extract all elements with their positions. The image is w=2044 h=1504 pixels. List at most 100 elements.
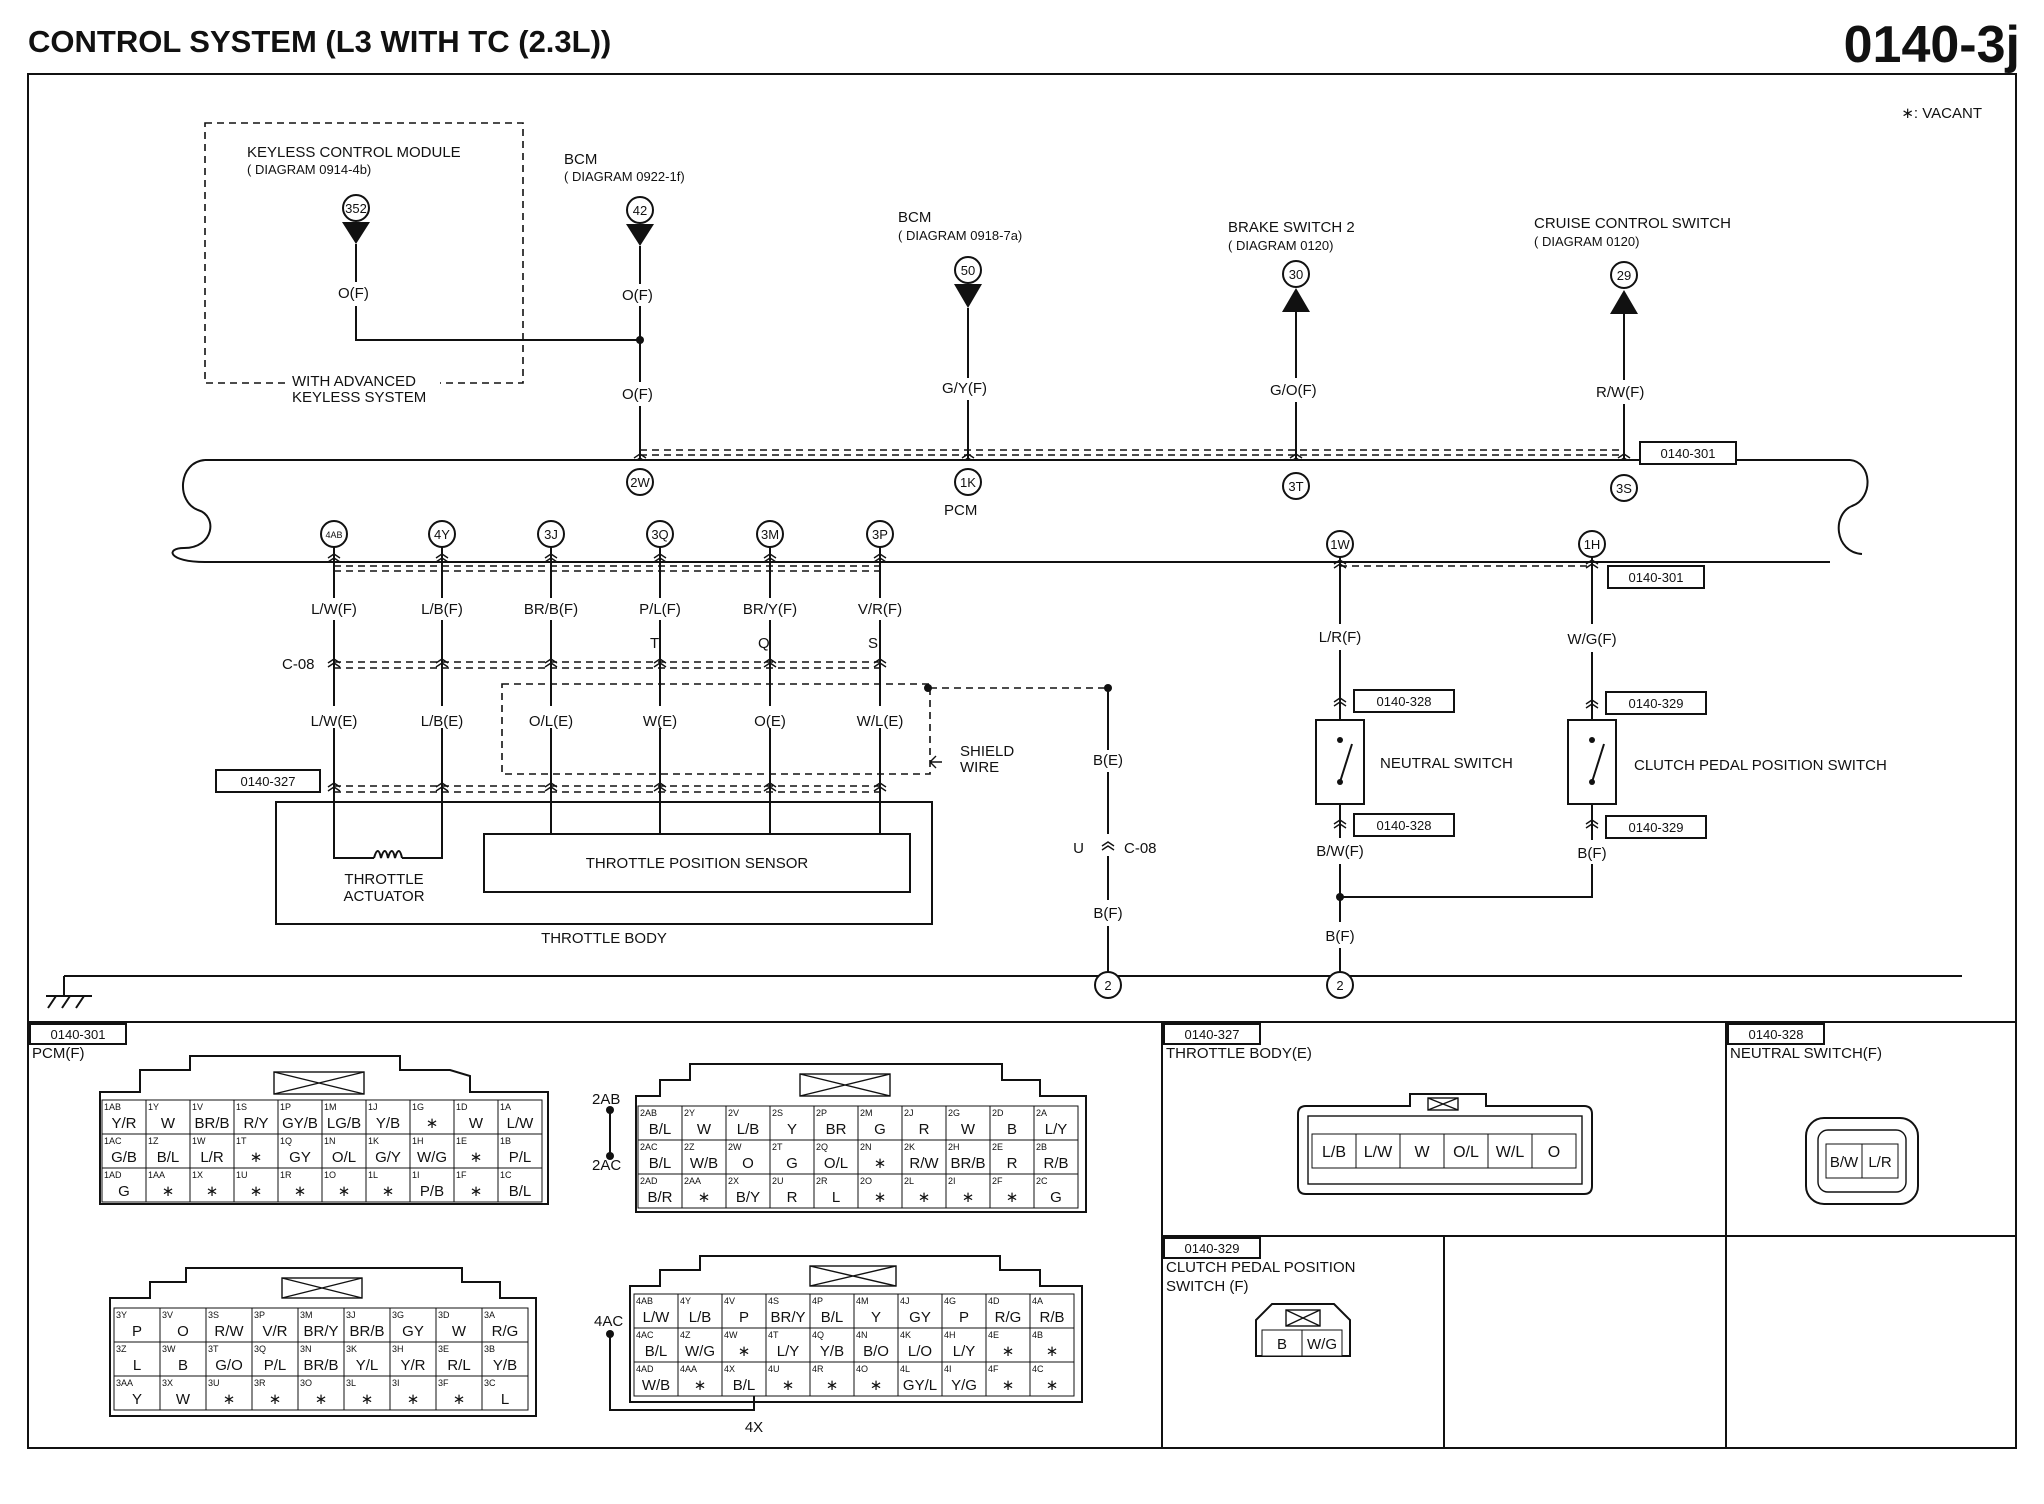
bcm2-arrow-icon <box>954 284 982 308</box>
pin-cell: 3ZL <box>113 1341 161 1377</box>
tb-c08-label: C-08 <box>282 656 315 673</box>
shield-wire-f: B(F) <box>1093 905 1122 922</box>
pin-cell: 4QY/B <box>809 1327 855 1363</box>
brake-pin: 30 <box>1289 267 1303 282</box>
shield-ground-pin: 2 <box>1104 978 1111 993</box>
pin-id: 1L <box>368 1170 378 1180</box>
keyless-note-2: KEYLESS SYSTEM <box>292 389 426 406</box>
pin-id: 4C <box>1032 1364 1044 1374</box>
tb-wire-e-6: W/L(E) <box>857 713 904 730</box>
pin-color: ∗ <box>826 1377 839 1394</box>
pin-id: 2W <box>728 1142 742 1152</box>
pin-color: B/R <box>647 1189 672 1206</box>
cpp-view-housing <box>1255 1303 1351 1357</box>
pin-color: BR/B <box>194 1115 229 1132</box>
pin-color: L/B <box>737 1121 760 1138</box>
pin-color: W <box>161 1115 176 1132</box>
pcm-pin-3s: 3S <box>1616 481 1632 496</box>
pin-color: ∗ <box>162 1183 175 1200</box>
pin-id: 1AA <box>148 1170 165 1180</box>
svg-text:0140-327: 0140-327 <box>241 774 296 789</box>
svg-text:0140-329: 0140-329 <box>1185 1241 1240 1256</box>
connector-pin-label: O/L <box>1453 1144 1479 1161</box>
tb-wire-f-2: L/B(F) <box>421 601 463 618</box>
pin-id: 1A <box>500 1102 511 1112</box>
pin-color: W/G <box>417 1149 447 1166</box>
pin-color: Y/G <box>951 1377 977 1394</box>
cpp-view-title-2: SWITCH (F) <box>1166 1278 1248 1295</box>
throttle-wires <box>333 547 881 838</box>
pin-color: W <box>452 1323 467 1340</box>
pin-cell: 1O∗ <box>321 1167 367 1203</box>
connector-pin-label: W/L <box>1496 1144 1525 1161</box>
pin-id: 3F <box>438 1378 449 1388</box>
pin-color: ∗ <box>1002 1343 1015 1360</box>
pin-color: BR/Y <box>303 1323 338 1340</box>
pin-id: 2AC <box>640 1142 658 1152</box>
pin-color: G/O <box>215 1357 243 1374</box>
pin-id: 1AD <box>104 1170 122 1180</box>
connector-pin: W/G <box>1301 1329 1343 1357</box>
pin-id: 4B <box>1032 1330 1043 1340</box>
pin-color: Y/B <box>376 1115 400 1132</box>
pcm-pin-3p: 3P <box>872 527 888 542</box>
bcm1-arrow-icon <box>626 224 654 246</box>
bcm1-pin: 42 <box>633 203 647 218</box>
pin-cell: 3L∗ <box>343 1375 391 1411</box>
pin-cell: 1U∗ <box>233 1167 279 1203</box>
pin-color: ∗ <box>1006 1189 1019 1206</box>
shield-wire-box <box>501 683 931 775</box>
throttle-body-box <box>275 801 933 925</box>
pin-cell: 3XW <box>159 1375 207 1411</box>
pin-cell: 4E∗ <box>985 1327 1031 1363</box>
pin-id: 1J <box>368 1102 378 1112</box>
pin-color: GY <box>909 1309 931 1326</box>
pin-color: Y/R <box>400 1357 425 1374</box>
connector-pin-label: L/R <box>1868 1154 1892 1171</box>
cruise-wire: R/W(F) <box>1596 384 1644 401</box>
pin-id: 2B <box>1036 1142 1047 1152</box>
clutch-switch-icon <box>1567 719 1617 805</box>
tb-wire-f-4: P/L(F) <box>639 601 681 618</box>
pin-color: ∗ <box>1002 1377 1015 1394</box>
pin-color: R/W <box>909 1155 939 1172</box>
pcm-pin-3q: 3Q <box>651 527 668 542</box>
pin-id: 2X <box>728 1176 739 1186</box>
pin-id: 1H <box>412 1136 424 1146</box>
pin-cell: 1BP/L <box>497 1133 543 1169</box>
pcm-block2: 2ABB/L2YW2VL/B2SY2PBR2MG2JR2GW2DB2AL/Y2A… <box>637 1105 1079 1209</box>
pin-id: 2G <box>948 1108 960 1118</box>
bcm2-pin: 50 <box>961 263 975 278</box>
pin-color: ∗ <box>250 1149 263 1166</box>
pin-id: 3AA <box>116 1378 133 1388</box>
pin-id: 4W <box>724 1330 738 1340</box>
pin-cell: 1NO/L <box>321 1133 367 1169</box>
pin-cell: 1ZB/L <box>145 1133 191 1169</box>
pin-color: V/R <box>262 1323 287 1340</box>
pin-id: 4H <box>944 1330 956 1340</box>
pin-color: G <box>118 1183 130 1200</box>
pin-id: 3J <box>346 1310 356 1320</box>
pin-id: 2S <box>772 1108 783 1118</box>
connector-pin: W/L <box>1487 1133 1533 1169</box>
shield-label-2: WIRE <box>960 759 999 776</box>
pin-id: 3G <box>392 1310 404 1320</box>
pin-id: 2K <box>904 1142 915 1152</box>
pin-color: ∗ <box>294 1183 307 1200</box>
pin-id: 4S <box>768 1296 779 1306</box>
pin-color: GY/L <box>903 1377 937 1394</box>
pin-cell: 2L∗ <box>901 1173 947 1209</box>
pin-color: P <box>739 1309 749 1326</box>
tps-label: THROTTLE POSITION SENSOR <box>586 855 809 872</box>
